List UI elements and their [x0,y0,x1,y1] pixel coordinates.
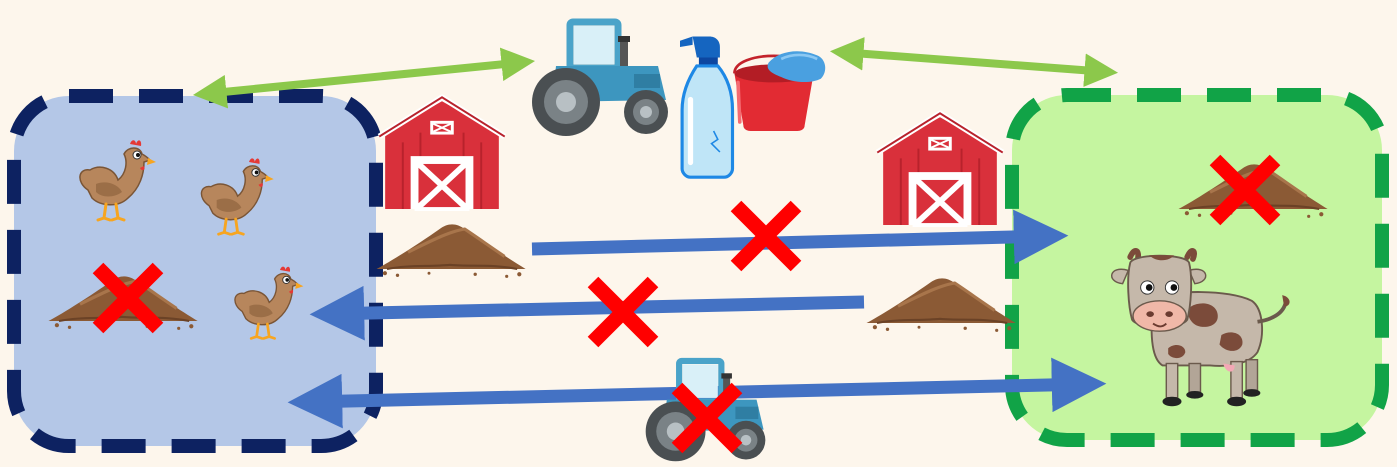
poultry-farm-zone [14,96,376,446]
tractor-icon [532,22,668,136]
manure-pile-icon [867,278,1016,332]
bucket-icon [734,51,825,131]
equipment-to-poultry-arrow [203,62,525,94]
equipment-to-cattle-arrow [840,52,1108,72]
barn-icon [877,113,1002,225]
spray-bottle-icon [680,37,733,178]
cattle-manure-to-poultry-arrow [326,302,864,314]
manure-pile-icon [377,224,526,278]
barn-icon [379,97,504,209]
red-x-icon [736,206,796,266]
poultry-manure-to-cattle-arrow [532,236,1052,249]
